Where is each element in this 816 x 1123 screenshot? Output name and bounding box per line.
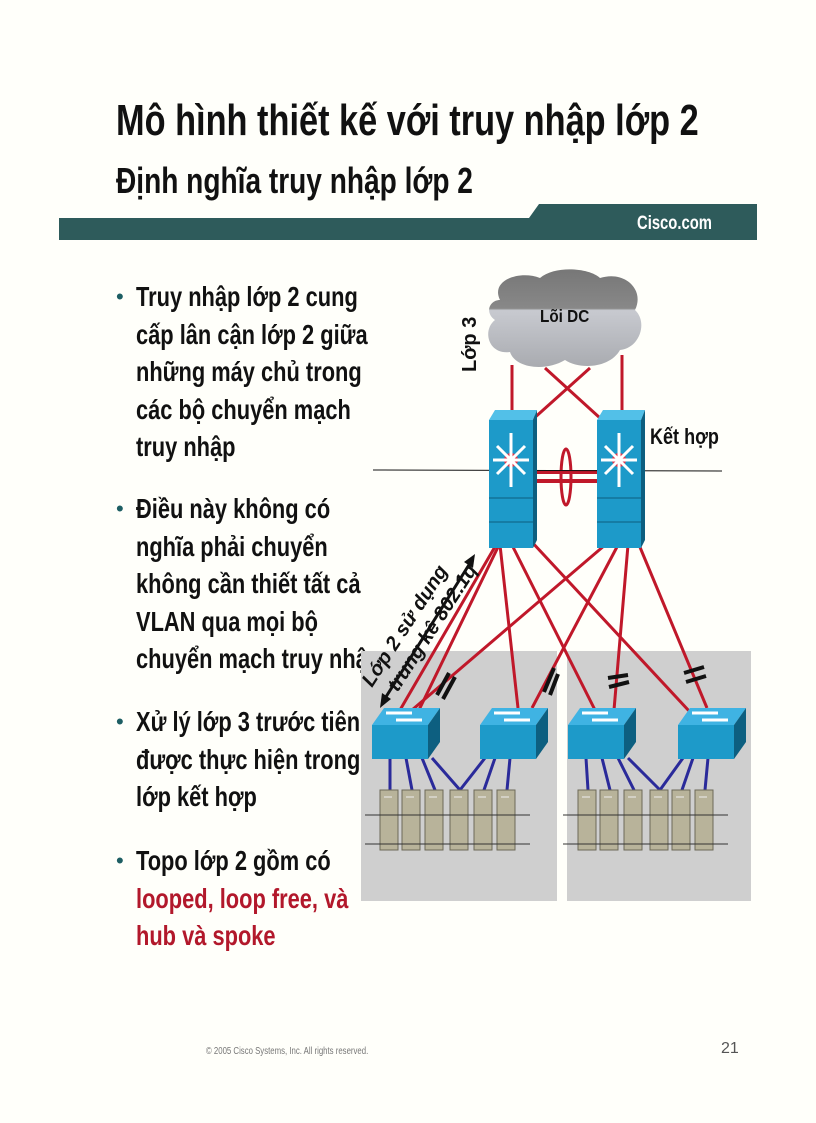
server-icon bbox=[449, 789, 469, 851]
slide-subtitle: Định nghĩa truy nhập lớp 2 bbox=[116, 160, 473, 201]
slide-title: Mô hình thiết kế với truy nhập lớp 2 bbox=[116, 96, 699, 145]
bullet-dot-icon: • bbox=[116, 284, 124, 309]
server-link bbox=[680, 757, 695, 791]
server-link bbox=[616, 757, 636, 791]
header-bar bbox=[59, 204, 757, 240]
server-icon bbox=[599, 789, 619, 851]
server-icon bbox=[623, 789, 643, 851]
page-number: 21 bbox=[721, 1040, 739, 1057]
server-icon bbox=[577, 789, 597, 851]
access-switch-icon bbox=[372, 708, 440, 759]
bullet-dot-icon: • bbox=[116, 709, 124, 734]
server-icon bbox=[401, 789, 421, 851]
trunk-arrow-icon bbox=[380, 554, 475, 708]
access-switch-icon bbox=[480, 708, 548, 759]
server-link bbox=[482, 757, 497, 791]
bullet-dot-icon: • bbox=[116, 496, 124, 521]
core-cloud-icon bbox=[488, 269, 642, 367]
copyright: © 2005 Cisco Systems, Inc. All rights re… bbox=[206, 1046, 369, 1057]
server-link bbox=[458, 757, 487, 791]
server-link bbox=[584, 757, 590, 791]
server-link bbox=[658, 757, 685, 791]
layer3-label: Lớp 3 bbox=[459, 317, 481, 372]
server-icon bbox=[671, 789, 691, 851]
etherchannel-icon bbox=[559, 447, 573, 507]
aggregation-switch-right bbox=[597, 410, 645, 548]
server-icon bbox=[496, 789, 516, 851]
server-link bbox=[404, 757, 414, 791]
server-icon bbox=[694, 789, 714, 851]
server-icon bbox=[649, 789, 669, 851]
server-icon bbox=[379, 789, 399, 851]
access-pod-right bbox=[567, 651, 751, 901]
server-link bbox=[420, 757, 437, 791]
server-link bbox=[430, 757, 462, 791]
blocked-port-icons bbox=[435, 665, 707, 700]
server-link bbox=[600, 757, 612, 791]
server-link bbox=[626, 756, 662, 792]
server-link bbox=[703, 757, 710, 791]
aggregation-label: Kết hợp bbox=[650, 425, 719, 449]
access-pod-left bbox=[361, 651, 557, 901]
access-switch-icon bbox=[568, 708, 636, 759]
bullet-dot-icon: • bbox=[116, 848, 124, 873]
aggregation-switch-left bbox=[489, 410, 537, 548]
server-link bbox=[505, 757, 512, 791]
access-switch-icon bbox=[678, 708, 746, 759]
brand-label: Cisco.com bbox=[637, 213, 712, 234]
server-icon bbox=[473, 789, 493, 851]
layer-divider bbox=[372, 469, 723, 472]
server-icon bbox=[424, 789, 444, 851]
core-label: Lõi DC bbox=[540, 306, 589, 326]
